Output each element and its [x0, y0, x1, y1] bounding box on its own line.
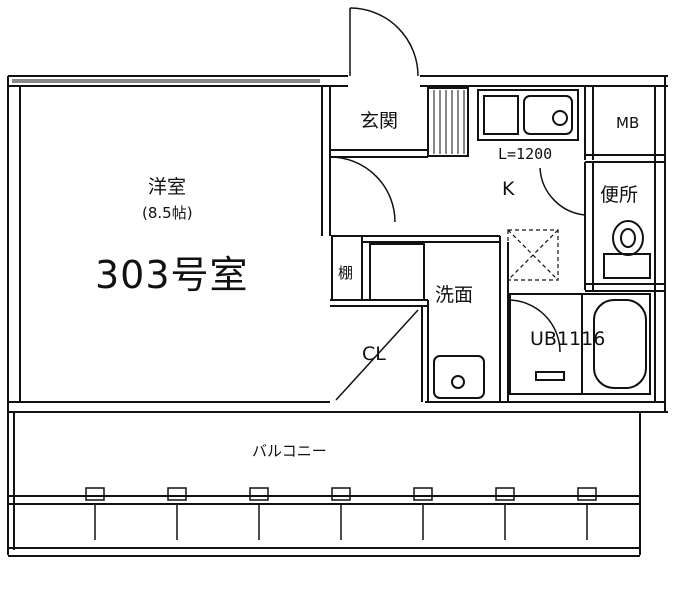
- west-wall: [7, 76, 21, 412]
- kitchen-counter: [477, 89, 579, 141]
- label-meter-box: MB: [616, 114, 640, 132]
- partition-western-room: [321, 86, 331, 403]
- balcony-outline: [7, 412, 641, 557]
- label-shelf: 棚: [338, 264, 354, 282]
- label-kitchen: K: [502, 178, 515, 200]
- balcony-posts: [85, 487, 597, 540]
- washroom-walls: [362, 235, 509, 402]
- label-unit-number: 303号室: [95, 253, 249, 297]
- floor-drain: [507, 229, 559, 281]
- door-arcs: [329, 7, 586, 353]
- unit-bath-walls: [509, 293, 651, 395]
- window-marks: [12, 79, 320, 83]
- label-western-room-size: (8.5帖): [142, 204, 193, 222]
- south-wall: [8, 401, 668, 413]
- toilet-fixture: [603, 220, 651, 279]
- north-wall: [8, 75, 668, 87]
- meter-box-walls: [584, 86, 665, 163]
- label-washroom: 洗面: [435, 284, 474, 306]
- label-balcony: バルコニー: [252, 442, 327, 460]
- entrance-walls: [330, 86, 469, 158]
- label-toilet: 便所: [600, 184, 639, 206]
- closet-walls: [330, 235, 429, 402]
- label-unit-bath: UB1116: [530, 328, 606, 350]
- east-wall: [654, 76, 666, 412]
- entrance-step: [433, 90, 465, 154]
- label-western-room: 洋室: [148, 176, 187, 198]
- toilet-walls: [584, 162, 665, 292]
- label-closet: CL: [362, 343, 386, 365]
- label-kitchen-length: L=1200: [498, 145, 553, 163]
- label-entrance: 玄関: [360, 110, 399, 132]
